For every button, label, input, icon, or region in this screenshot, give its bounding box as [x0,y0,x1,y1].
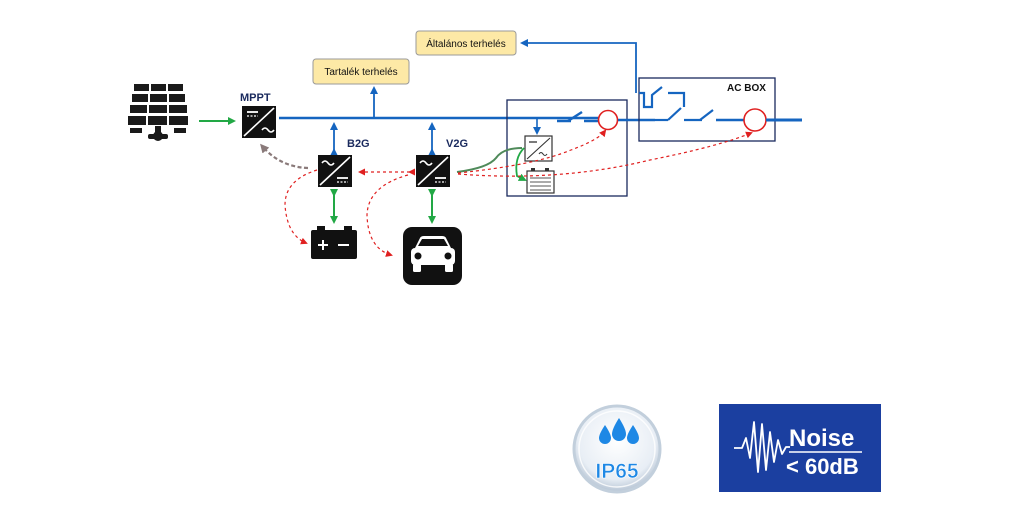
v2g-label: V2G [446,138,468,150]
noise-value: < 60dB [786,454,859,479]
general-load-feed [520,39,637,93]
inverter-battery-link [515,147,527,181]
general-load-label: Általános terhelés [426,37,506,50]
v2g-inverter-link [456,147,523,173]
car-icon [403,227,462,285]
reserve-load-label: Tartalék terhelés [324,67,397,78]
general-load-box [415,30,517,56]
noise-title: Noise [789,425,854,452]
mppt-converter-icon [242,106,276,138]
reserve-load-box [312,58,410,85]
inverter-battery-icon [526,168,555,194]
ip65-badge: IP65 [572,404,662,494]
mppt-label: MPPT [240,92,271,104]
noise-badge: Noise < 60dB [719,404,881,492]
solar-panel-icon [128,84,188,141]
sound-wave-icon [734,421,790,473]
communication-lines [284,129,753,257]
v2g-converter-icon [416,155,450,187]
ac-box-switch-icon [639,86,745,122]
inverter-box [506,99,628,197]
b2g-mppt-feedback [260,143,309,170]
ip65-label: IP65 [595,460,639,483]
ac-box-label: AC BOX [727,83,766,94]
b2g-converter-icon [318,155,352,187]
inverter-breaker-icon [597,109,619,131]
battery-icon [311,226,357,259]
switch-icon [557,110,600,123]
b2g-label: B2G [347,138,370,150]
inverter-icon [524,135,553,162]
water-drop-icon [599,418,639,444]
ac-box [638,77,776,142]
grid-breaker-icon [743,108,767,132]
